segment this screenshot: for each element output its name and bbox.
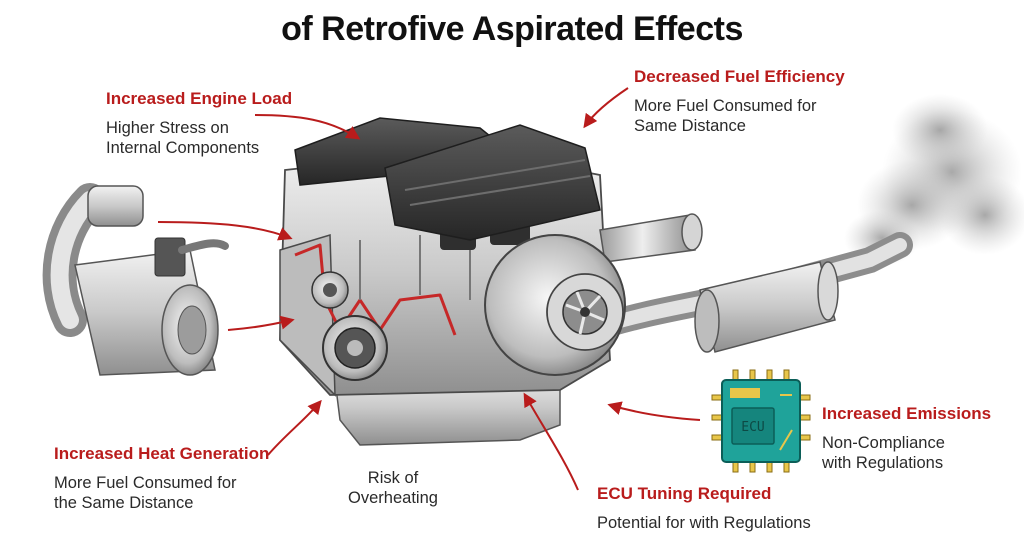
ecu-board-graphic: ECU (711, 369, 811, 473)
callout-line: Same Distance (634, 116, 746, 135)
callout-engine-load: Increased Engine Load Higher Stress on I… (106, 89, 292, 158)
callout-heading: ECU Tuning Required (597, 484, 772, 503)
callout-line: More Fuel Consumed for (54, 473, 237, 492)
exhaust-system (577, 232, 913, 353)
callout-ecu-tuning: ECU Tuning Required Potential for with R… (597, 484, 811, 533)
turbocharger (484, 213, 703, 376)
callout-description: Potential for with Regulations (597, 513, 811, 533)
callout-heading: Increased Emissions (822, 404, 992, 423)
callout-emissions: Increased Emissions Non-Compliance with … (822, 404, 991, 473)
callout-heading: Increased Engine Load (106, 89, 293, 108)
exhaust-smoke (844, 94, 1024, 266)
callout-line: Non-Compliance (822, 433, 945, 452)
callout-description: Risk of Overheating (338, 468, 448, 508)
callout-line: with Regulations (822, 453, 944, 472)
callout-line: More Fuel Consumed for (634, 96, 817, 115)
callout-description: Non-Compliance with Regulations (822, 433, 991, 473)
callout-line: Internal Components (106, 138, 260, 157)
callout-description: More Fuel Consumed for the Same Distance (54, 473, 269, 513)
crank-pulley (311, 271, 388, 381)
callout-description: Higher Stress on Internal Components (106, 118, 292, 158)
callout-line: Higher Stress on (106, 118, 229, 137)
callout-heat-generation: Increased Heat Generation More Fuel Cons… (54, 444, 269, 513)
callout-fuel-efficiency: Decreased Fuel Efficiency More Fuel Cons… (634, 67, 845, 136)
ecu-chip-label: ECU (741, 420, 764, 435)
callout-arrows (157, 87, 701, 491)
callout-description: More Fuel Consumed for Same Distance (634, 96, 845, 136)
callout-line: Overheating (348, 489, 438, 508)
callout-line: Potential for with Regulations (597, 513, 811, 532)
callout-overheating: Risk of Overheating (338, 468, 448, 508)
page-title: of Retrofive Aspirated Effects (281, 10, 743, 48)
callout-line: Risk of (367, 469, 419, 487)
callout-heading: Decreased Fuel Efficiency (634, 67, 845, 86)
alternator-assembly (42, 183, 229, 376)
callout-heading: Increased Heat Generation (54, 444, 270, 463)
callout-line: the Same Distance (54, 493, 194, 512)
